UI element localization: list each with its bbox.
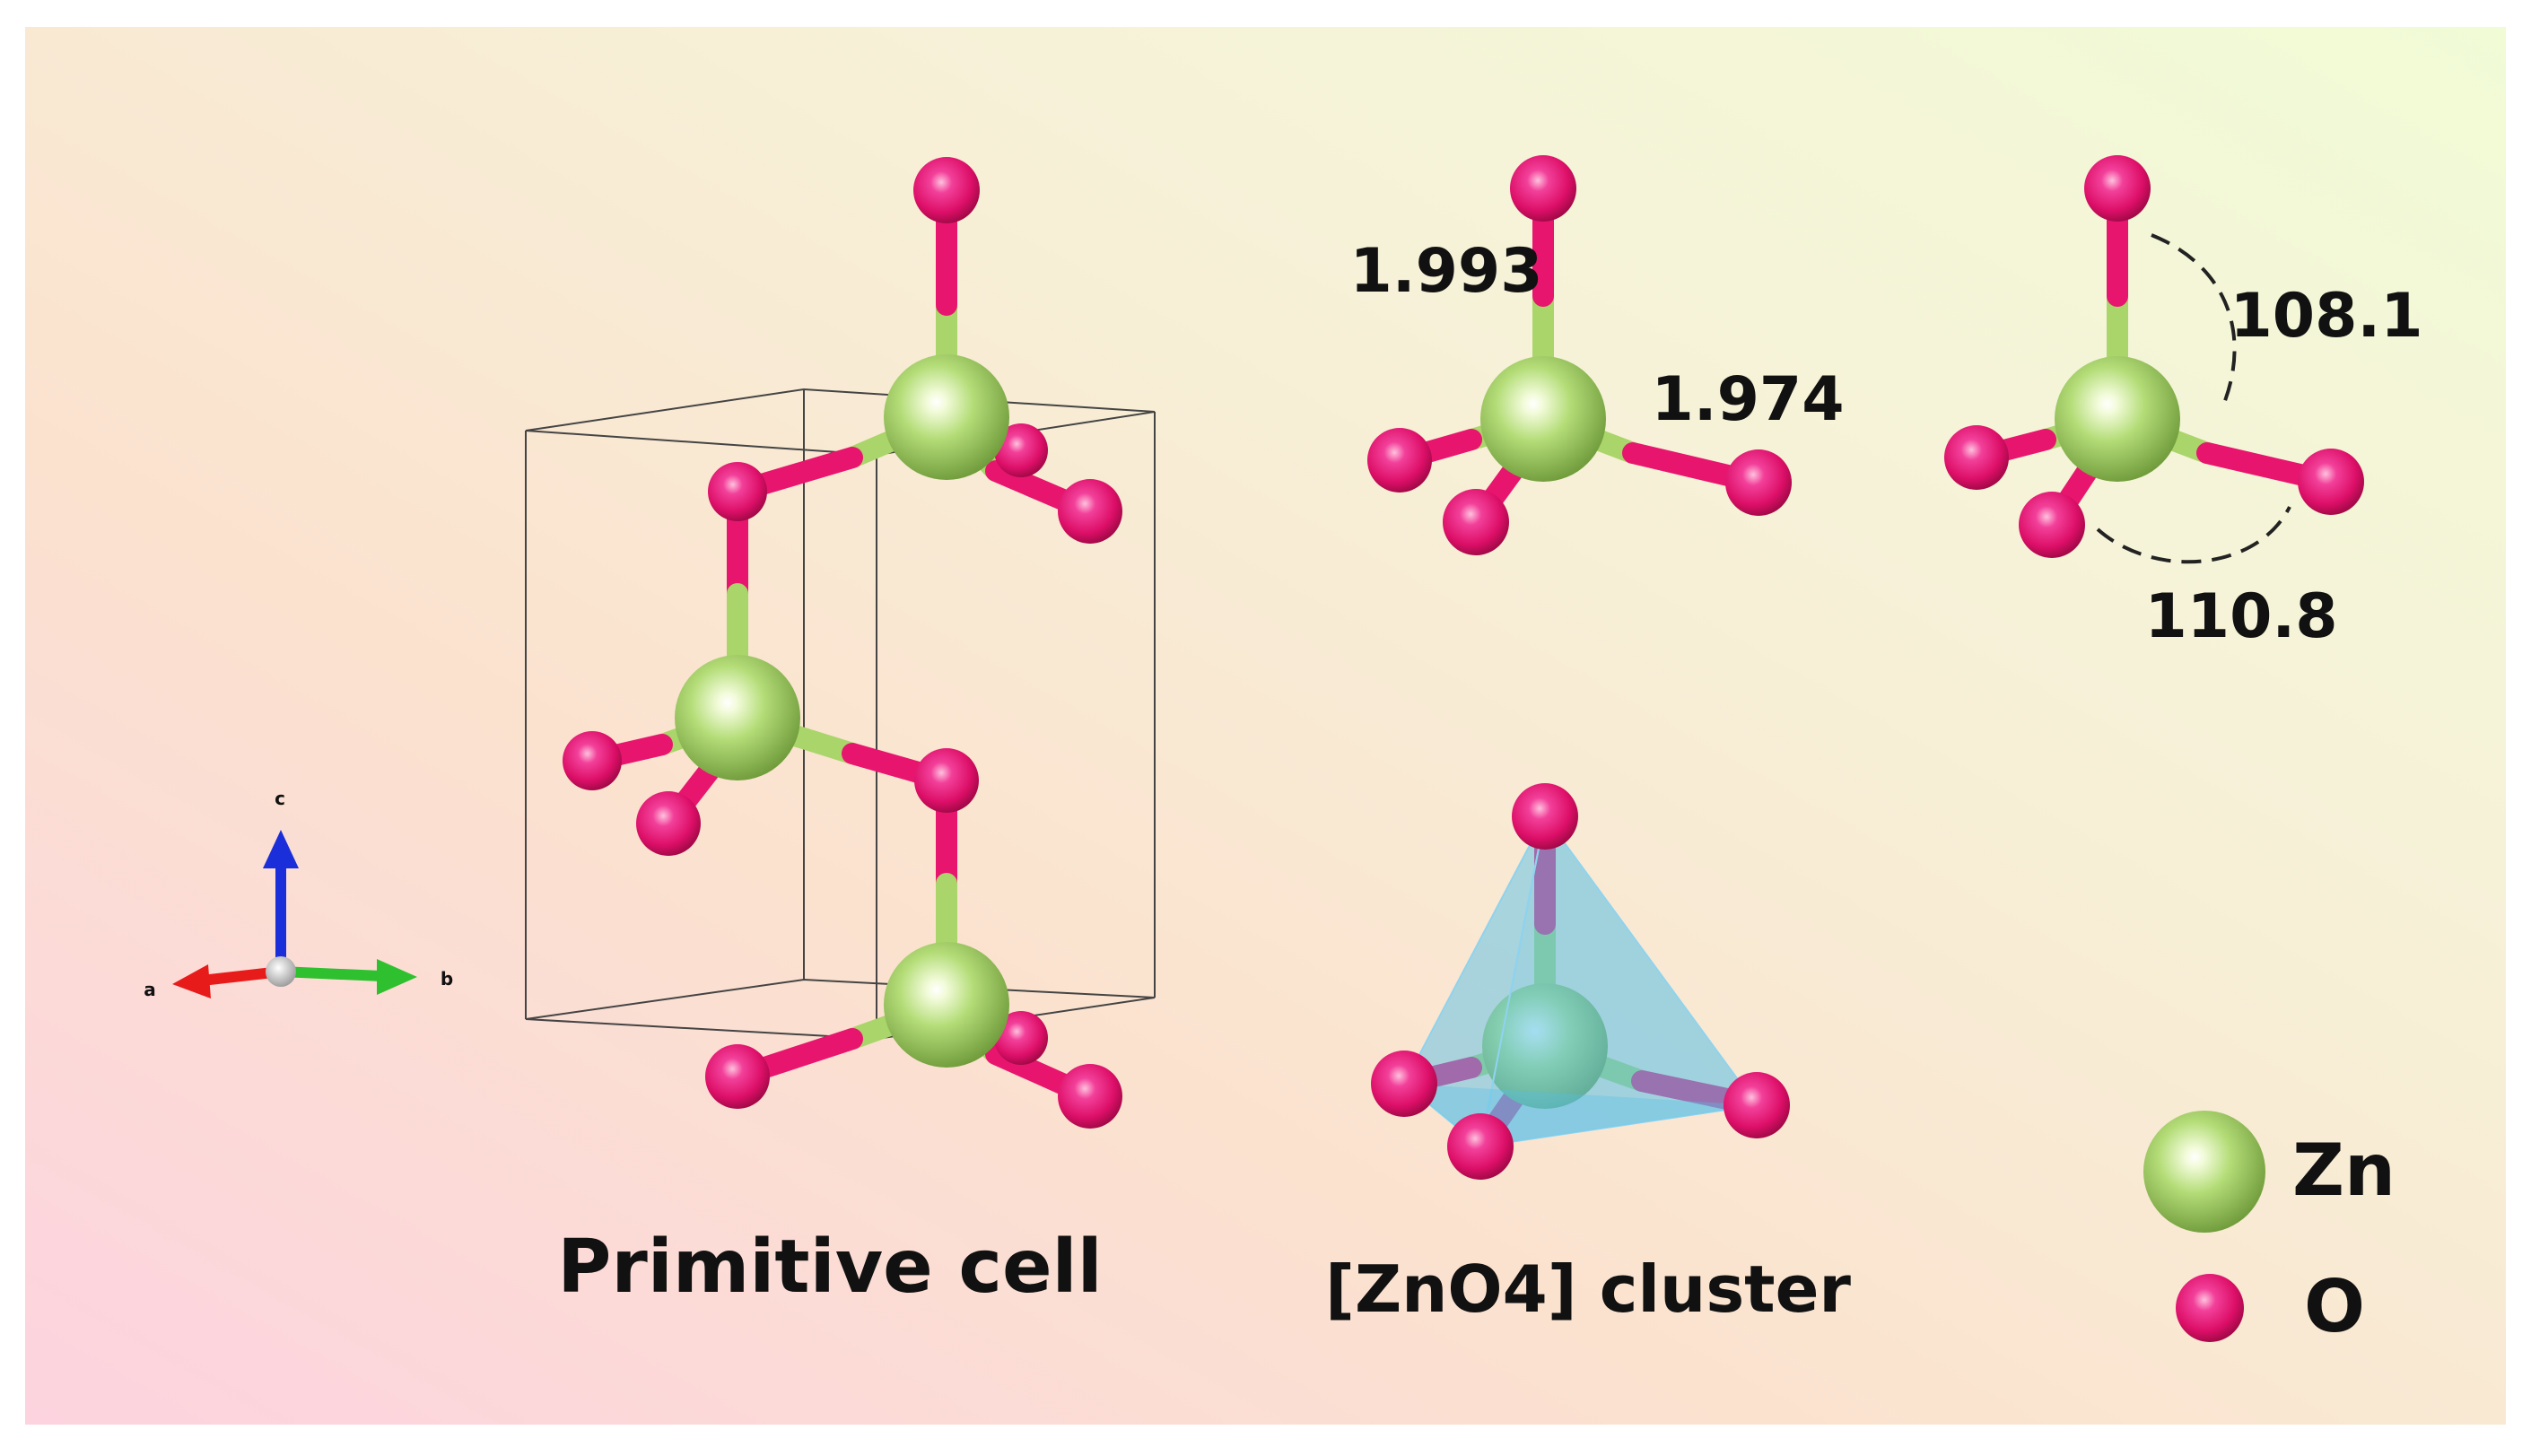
bond-length-cluster (1367, 155, 1792, 555)
unit-cell-box (525, 388, 1156, 1041)
zno4-tetrahedron (1371, 783, 1790, 1180)
bond-length-label: 1.993 (1349, 236, 1542, 307)
o-atom (708, 462, 767, 521)
bond-angle-cluster (1944, 155, 2364, 564)
zn-atom (884, 942, 1009, 1068)
bond-angle-label: 110.8 (2144, 581, 2337, 652)
legend-o-swatch (2176, 1274, 2244, 1342)
cluster-label: [ZnO4] cluster (1325, 1251, 1851, 1327)
zn-atom (884, 354, 1009, 480)
o-atom (1058, 479, 1122, 544)
o-atom (636, 791, 701, 856)
legend-zn-swatch (2143, 1111, 2265, 1233)
axis-c-label: c (275, 788, 285, 809)
bond-length-label: 1.974 (1651, 364, 1844, 435)
legend-o-label: O (2304, 1265, 2365, 1348)
o-atom (914, 748, 979, 813)
axis-indicator: c b a (144, 788, 453, 1000)
o-atom (913, 157, 980, 223)
axis-a-label: a (144, 979, 156, 1000)
zn-atom (675, 655, 800, 780)
bond-angle-label: 108.1 (2230, 281, 2422, 352)
legend: Zn O (2143, 1111, 2396, 1348)
primitive-cell-structure (525, 157, 1156, 1129)
o-atom (1058, 1064, 1122, 1129)
primitive-cell-label: Primitive cell (557, 1225, 1103, 1310)
legend-zn-label: Zn (2292, 1129, 2396, 1212)
o-atom (705, 1044, 770, 1109)
figure-background (25, 27, 2506, 1425)
axis-b-label: b (441, 968, 453, 990)
